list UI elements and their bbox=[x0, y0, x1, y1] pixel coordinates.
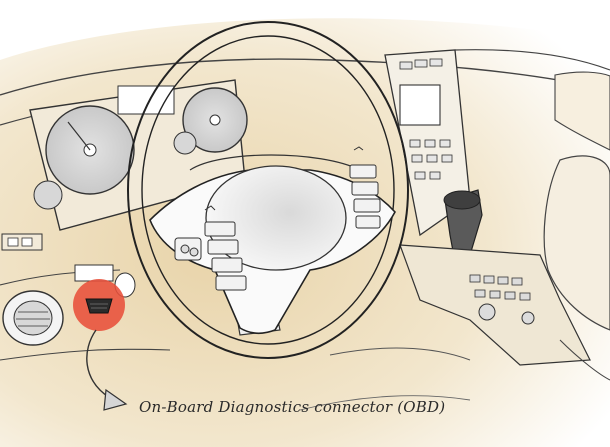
obd-port-icon bbox=[85, 298, 113, 314]
infotainment-screen bbox=[399, 84, 441, 126]
passenger-seat bbox=[543, 155, 610, 331]
left-wheel-buttons bbox=[174, 221, 247, 291]
center-tunnel bbox=[399, 244, 591, 366]
right-wheel-buttons bbox=[349, 164, 381, 229]
left-air-vent bbox=[2, 290, 64, 346]
tachometer-gauge bbox=[182, 87, 248, 153]
center-stack-buttons bbox=[399, 58, 453, 180]
pointer-line bbox=[86, 329, 111, 399]
small-gauge-mid bbox=[173, 131, 197, 155]
obd-caption: On-Board Diagnostics connector (OBD) bbox=[139, 398, 446, 416]
dashboard-top-line bbox=[0, 58, 610, 96]
speedometer-gauge bbox=[45, 105, 135, 195]
small-gauge-left bbox=[33, 180, 63, 210]
steering-wheel bbox=[127, 21, 409, 359]
arrow-head-icon bbox=[103, 388, 128, 411]
tunnel-buttons bbox=[469, 274, 531, 301]
airbag-hub bbox=[205, 165, 347, 271]
glove-box bbox=[554, 71, 610, 151]
